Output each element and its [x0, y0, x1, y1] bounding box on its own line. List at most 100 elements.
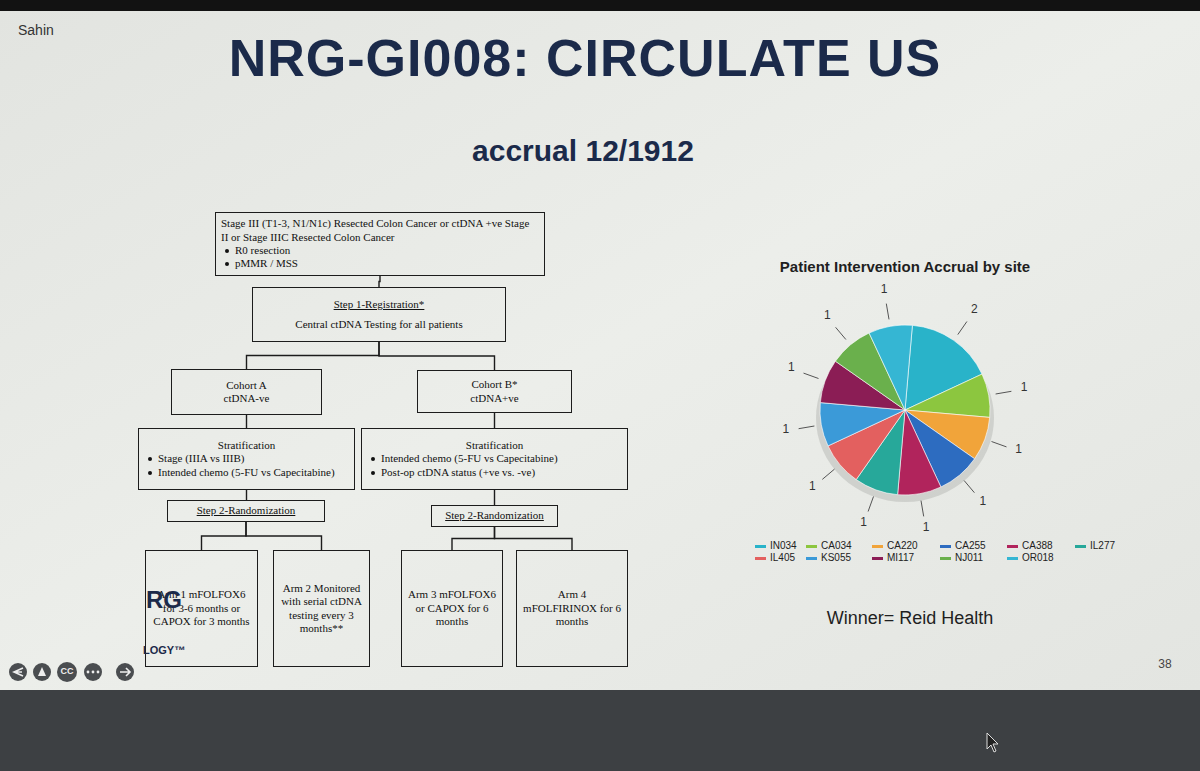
- top-bezel: [0, 0, 1200, 11]
- callout-number: 1: [797, 480, 827, 494]
- legend-swatch: [872, 557, 883, 560]
- flow-connector: [202, 522, 247, 550]
- box-heading: Step 2-Randomization: [173, 504, 319, 517]
- flow-connector: [494, 413, 495, 428]
- bullet-dot: [225, 249, 229, 253]
- bullet-dot: [148, 457, 152, 461]
- registration-box: Step 1-Registration* Central ctDNA Testin…: [252, 287, 506, 342]
- back-arrow: [14, 668, 23, 676]
- callout-number: 1: [849, 516, 879, 530]
- slide-area: [0, 10, 1200, 690]
- box-heading: Stage III (T1-3, N1/N1c) Resected Colon …: [221, 217, 539, 244]
- mouse-cursor: [987, 733, 998, 752]
- cohort-box: Cohort B*ctDNA+ve: [417, 370, 572, 413]
- legend-swatch: [755, 557, 766, 560]
- box-heading: Cohort B*: [423, 378, 566, 391]
- callout-number: 1: [1004, 443, 1034, 457]
- legend-swatch: [872, 545, 883, 548]
- nav-icon: [33, 663, 51, 681]
- cohort-box: Cohort ActDNA-ve: [171, 369, 322, 415]
- winner-note: Winner= Reid Health: [800, 608, 1020, 629]
- menu-dot: [97, 671, 100, 674]
- box-text: Central ctDNA Testing for all patients: [258, 318, 500, 331]
- menu-dot: [87, 671, 90, 674]
- legend-swatch: [1075, 545, 1086, 548]
- flow-connector: [452, 527, 495, 550]
- legend-swatch: [1007, 557, 1018, 560]
- callout-number: 1: [776, 361, 806, 375]
- pie-slice: [869, 325, 912, 410]
- box-text: ctDNA-ve: [177, 392, 316, 405]
- legend-swatch: [1007, 545, 1018, 548]
- box-heading: Step 1-Registration*: [258, 298, 500, 311]
- callout-number: 1: [1009, 381, 1039, 395]
- leader-line: [992, 442, 1007, 447]
- callout-number: 1: [968, 495, 998, 509]
- subtitle: accrual 12/1912: [0, 134, 1166, 169]
- slide-title: NRG-GI008: CIRCULATE US: [0, 28, 1170, 88]
- legend-swatch: [806, 545, 817, 548]
- box-heading: Arm 4 mFOLFIRINOX for 6 months: [522, 588, 622, 628]
- leader-line: [836, 327, 846, 339]
- bullet-item: Intended chemo (5-FU vs Capecitabine): [367, 452, 622, 465]
- flow-connector: [247, 342, 380, 369]
- legend-text: IN034: [770, 540, 797, 552]
- next-arrow: [120, 668, 130, 676]
- bullet-dot: [371, 457, 375, 461]
- leader-line: [799, 426, 815, 429]
- legend-text: IL405: [770, 552, 795, 564]
- legend-text: KS055: [821, 552, 851, 564]
- legend-text: OR018: [1022, 552, 1054, 564]
- nav-icon: [9, 663, 27, 681]
- stratification-box: StratificationStage (IIIA vs IIIB)Intend…: [138, 428, 355, 490]
- box-text: ctDNA+ve: [423, 392, 566, 405]
- legend-text: NJ011: [955, 552, 983, 564]
- nav-icon: [84, 663, 102, 681]
- bullet-item: pMMR / MSS: [221, 257, 539, 270]
- leader-line: [964, 481, 974, 493]
- box-heading: Stratification: [144, 439, 349, 452]
- flow-connector: [379, 276, 380, 287]
- logo-text: RG: [146, 586, 182, 614]
- callout-number: 2: [959, 303, 989, 317]
- legend-text: CA034: [821, 540, 852, 552]
- flow-connector: [494, 490, 495, 505]
- bullet-dot: [371, 471, 375, 475]
- arm-box: Arm 3 mFOLFOX6 or CAPOX for 6 months: [401, 550, 503, 667]
- legend-swatch: [806, 557, 817, 560]
- arm-box: Arm 2 Monitored with serial ctDNA testin…: [273, 550, 370, 667]
- box-heading: Arm 3 mFOLFOX6 or CAPOX for 6 months: [407, 588, 497, 628]
- randomization-box: Step 2-Randomization: [431, 505, 558, 527]
- leader-line: [886, 304, 889, 320]
- bullet-item: R0 resection: [221, 244, 539, 257]
- legend-text: CA388: [1022, 540, 1053, 552]
- nav-icon: [116, 663, 134, 681]
- box-heading: Stratification: [367, 439, 622, 452]
- flow-connector: [246, 490, 247, 500]
- legend-swatch: [940, 557, 951, 560]
- callout-number: 1: [869, 283, 899, 297]
- legend-text: MI117: [887, 552, 914, 564]
- box-heading: Arm 2 Monitored with serial ctDNA testin…: [279, 582, 364, 636]
- arm-box: Arm 4 mFOLFIRINOX for 6 months: [516, 550, 628, 667]
- box-heading: Cohort A: [177, 379, 316, 392]
- author-name: Sahin: [18, 22, 54, 38]
- leader-line: [996, 391, 1012, 394]
- leader-line: [804, 373, 819, 378]
- callout-number: 1: [771, 423, 801, 437]
- eligibility-box: Stage III (T1-3, N1/N1c) Resected Colon …: [215, 212, 545, 276]
- legend-text: CA255: [955, 540, 986, 552]
- flow-connector: [246, 522, 322, 550]
- stratification-box: StratificationIntended chemo (5-FU vs Ca…: [361, 428, 628, 490]
- leader-line: [868, 497, 873, 512]
- legend-swatch: [755, 545, 766, 548]
- nav-icon: [57, 662, 77, 682]
- callout-number: 1: [812, 309, 842, 323]
- menu-dot: [92, 671, 95, 674]
- leader-line: [822, 469, 834, 479]
- flow-connector: [495, 527, 573, 550]
- box-heading: Step 2-Randomization: [437, 509, 552, 522]
- randomization-box: Step 2-Randomization: [167, 500, 325, 522]
- pointer-icon: [38, 667, 46, 676]
- legend-text: IL277: [1090, 540, 1115, 552]
